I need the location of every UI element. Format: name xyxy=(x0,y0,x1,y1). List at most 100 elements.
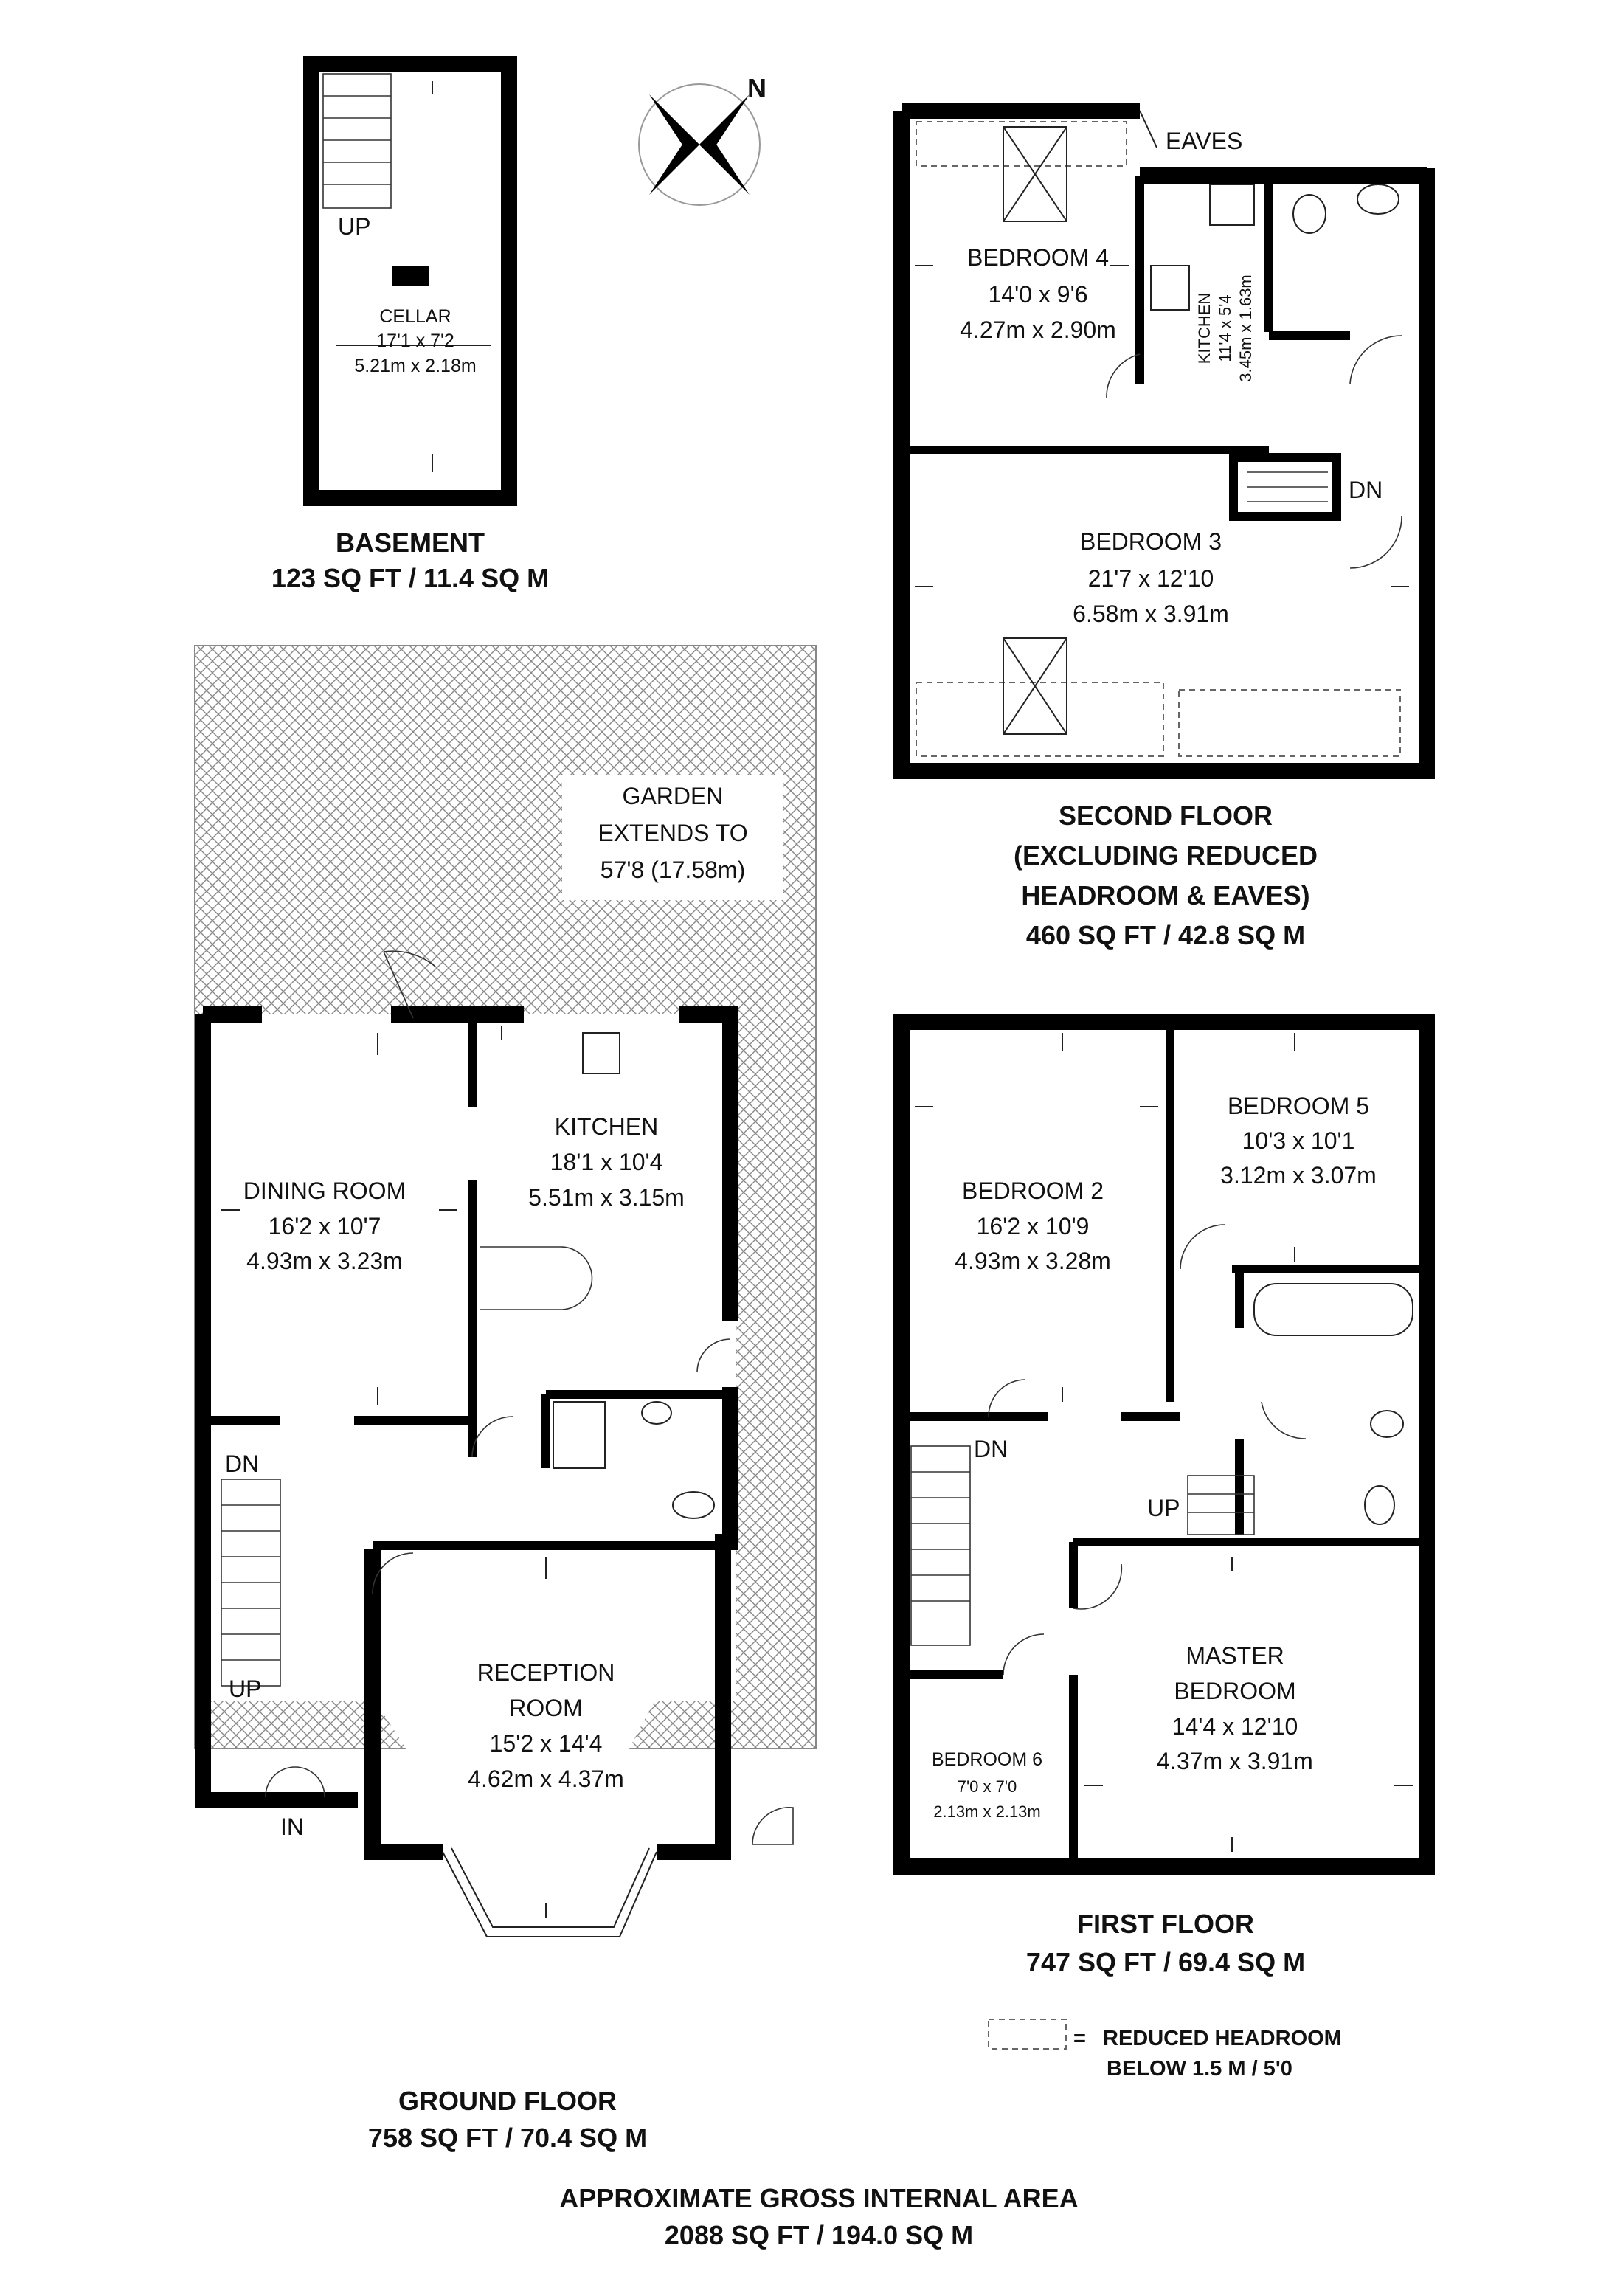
ground-floor-outer-walls xyxy=(195,1014,358,1808)
second-floor-kitchen-size-metric: 3.45m x 1.63m xyxy=(1236,274,1255,382)
toilet-icon xyxy=(1292,194,1326,234)
reception-name-line2: ROOM xyxy=(509,1695,583,1721)
first-floor-plan: DN UP BEDROOM 2 16'2 x 10'9 4.93m x 3.28… xyxy=(893,1014,1435,1977)
sink-icon xyxy=(582,1032,620,1074)
first-floor-stair-dn-label: DN xyxy=(974,1436,1008,1462)
gross-area-summary: APPROXIMATE GROSS INTERNAL AREA 2088 SQ … xyxy=(559,2183,1078,2250)
skylight xyxy=(1003,126,1067,222)
sink-icon xyxy=(1209,184,1255,226)
basement-caption-area: 123 SQ FT / 11.4 SQ M xyxy=(271,563,549,593)
second-floor-kitchen-labels: KITCHEN 11'4 x 5'4 3.45m x 1.63m xyxy=(1195,274,1255,382)
skylight xyxy=(1003,637,1067,735)
cellar-fixture xyxy=(392,266,429,286)
garden-door xyxy=(383,950,436,1019)
master-bedroom-size-imperial: 14'4 x 12'10 xyxy=(1172,1713,1298,1740)
door-swing xyxy=(1349,516,1402,569)
ground-floor-staircase xyxy=(221,1479,281,1687)
second-floor-stair-dn-label: DN xyxy=(1349,477,1383,503)
total-area-title: APPROXIMATE GROSS INTERNAL AREA xyxy=(559,2183,1078,2213)
dining-room-size-metric: 4.93m x 3.23m xyxy=(246,1248,403,1274)
basin-icon xyxy=(1370,1410,1404,1438)
bedroom5-size-metric: 3.12m x 3.07m xyxy=(1220,1162,1377,1189)
second-floor-caption-line1: SECOND FLOOR xyxy=(1059,801,1273,831)
cellar-name: CELLAR xyxy=(379,306,451,327)
door-swing xyxy=(988,1379,1026,1417)
reception-size-imperial: 15'2 x 14'4 xyxy=(490,1730,603,1757)
bedroom6-name: BEDROOM 6 xyxy=(932,1749,1042,1770)
door-swing xyxy=(471,1416,513,1458)
basement-stair-up-label: UP xyxy=(338,213,370,240)
bedroom3-name: BEDROOM 3 xyxy=(1080,528,1222,555)
basin-icon xyxy=(1357,184,1399,215)
ground-kitchen-size-metric: 5.51m x 3.15m xyxy=(528,1184,685,1211)
door-swing xyxy=(696,1338,731,1373)
eaves-label: EAVES xyxy=(1166,128,1242,154)
second-floor-caption-area: 460 SQ FT / 42.8 SQ M xyxy=(1026,920,1305,950)
reduced-headroom-area xyxy=(916,121,1127,167)
reduced-headroom-area xyxy=(1178,689,1401,757)
bedroom5-size-imperial: 10'3 x 10'1 xyxy=(1242,1127,1355,1154)
second-floor-kitchen-size-imperial: 11'4 x 5'4 xyxy=(1216,294,1234,362)
cellar-size-metric: 5.21m x 2.18m xyxy=(354,356,476,376)
door-swing xyxy=(372,1552,414,1594)
entrance-label: IN xyxy=(280,1813,304,1840)
garden-label-line2: EXTENDS TO xyxy=(598,820,747,846)
second-floor-caption-line3: HEADROOM & EAVES) xyxy=(1021,880,1309,910)
basement-staircase xyxy=(322,73,392,209)
master-bedroom-size-metric: 4.37m x 3.91m xyxy=(1157,1748,1313,1774)
ground-floor-caption-title: GROUND FLOOR xyxy=(398,2086,617,2116)
bedroom4-size-metric: 4.27m x 2.90m xyxy=(960,317,1116,343)
garden-label-line1: GARDEN xyxy=(623,783,724,809)
ground-kitchen-name: KITCHEN xyxy=(555,1113,658,1140)
legend-line2: BELOW 1.5 M / 5'0 xyxy=(1107,2057,1292,2081)
legend: = REDUCED HEADROOM BELOW 1.5 M / 5'0 xyxy=(988,2019,1342,2081)
toilet-icon xyxy=(672,1491,715,1519)
bathtub-icon xyxy=(1253,1283,1413,1336)
master-bedroom-name-line1: MASTER xyxy=(1186,1642,1284,1669)
basement-walls xyxy=(303,56,517,506)
front-door xyxy=(265,1766,325,1797)
bedroom5-name: BEDROOM 5 xyxy=(1228,1093,1369,1119)
toilet-icon xyxy=(1364,1485,1395,1525)
bedroom2-size-metric: 4.93m x 3.28m xyxy=(955,1248,1111,1274)
bedroom3-size-metric: 6.58m x 3.91m xyxy=(1073,601,1229,627)
bedroom4-name: BEDROOM 4 xyxy=(967,244,1109,271)
ground-floor-stair-up-label: UP xyxy=(229,1676,261,1702)
bay-window xyxy=(442,1851,657,1937)
ground-floor-plan: GARDEN EXTENDS TO 57'8 (17.58m) DN xyxy=(194,645,817,2153)
door-swing xyxy=(1003,1633,1045,1676)
legend-symbol: = xyxy=(1073,2027,1086,2050)
garden-label-box xyxy=(562,775,783,900)
dining-room-name: DINING ROOM xyxy=(243,1178,406,1204)
bedroom6-size-imperial: 7'0 x 7'0 xyxy=(958,1777,1017,1796)
garden-label-line3: 57'8 (17.58m) xyxy=(601,857,745,883)
basement-plan: UP CELLAR 17'1 x 7'2 5.21m x 2.18m BASEM… xyxy=(271,56,549,593)
side-gate xyxy=(752,1806,794,1845)
bedroom4-size-imperial: 14'0 x 9'6 xyxy=(989,281,1088,308)
first-floor-staircase xyxy=(910,1445,1255,1646)
cellar-size-imperial: 17'1 x 7'2 xyxy=(376,331,454,351)
kitchen-island xyxy=(480,1246,593,1310)
hob-icon xyxy=(1150,265,1190,311)
second-floor-staircase xyxy=(1247,471,1328,502)
compass-rose-icon: N xyxy=(638,73,766,206)
reduced-headroom-area xyxy=(916,682,1164,757)
ground-floor-stair-dn-label: DN xyxy=(225,1450,259,1477)
legend-swatch xyxy=(988,2019,1067,2050)
dining-room-size-imperial: 16'2 x 10'7 xyxy=(269,1213,381,1239)
second-floor-outer-walls xyxy=(893,111,1435,779)
door-swing xyxy=(1106,353,1141,399)
compass-north-label: N xyxy=(747,73,766,103)
shower-icon xyxy=(553,1401,606,1469)
legend-line1: REDUCED HEADROOM xyxy=(1103,2027,1342,2050)
bedroom2-name: BEDROOM 2 xyxy=(962,1178,1104,1204)
basin-icon xyxy=(641,1401,672,1425)
reception-name-line1: RECEPTION xyxy=(477,1659,615,1686)
door-swing xyxy=(1349,335,1402,384)
first-floor-outer-walls xyxy=(893,1014,1435,1875)
ground-floor-caption-area: 758 SQ FT / 70.4 SQ M xyxy=(368,2123,647,2153)
door-swing xyxy=(1261,1401,1307,1439)
master-bedroom-name-line2: BEDROOM xyxy=(1174,1678,1295,1704)
second-floor-caption-line2: (EXCLUDING REDUCED xyxy=(1014,840,1318,871)
